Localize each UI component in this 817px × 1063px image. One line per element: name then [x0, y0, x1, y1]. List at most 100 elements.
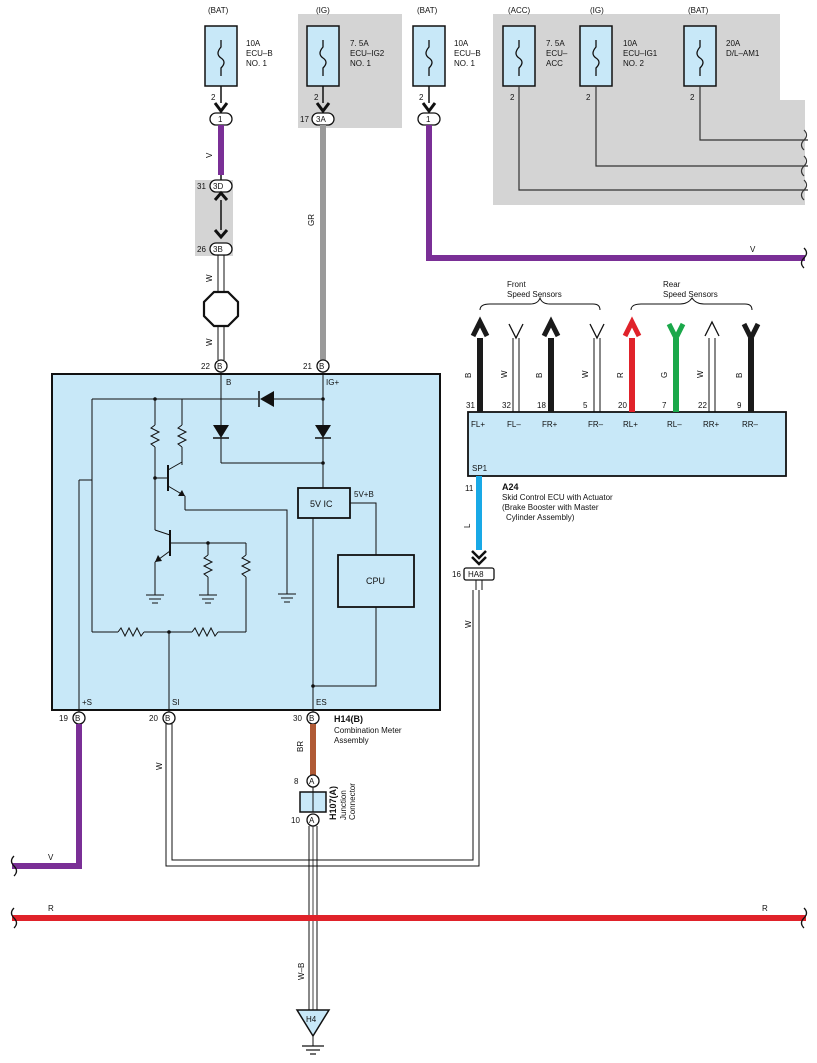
fuse-d-l-am1: (BAT) 20A D/L–AM1 2 [683, 6, 760, 102]
sensor-terminal: FR+ [542, 420, 558, 429]
fuse-ecu-b-1: (BAT) 10A ECU–B NO. 1 2 [204, 6, 273, 102]
svg-text:5V IC: 5V IC [310, 499, 333, 509]
svg-text:11: 11 [465, 484, 474, 493]
wire-column-3: 1 V [417, 86, 808, 269]
svg-text:NO. 1: NO. 1 [246, 59, 267, 68]
svg-text:A24: A24 [502, 482, 519, 492]
svg-text:W–B: W–B [297, 963, 306, 980]
svg-text:V: V [205, 152, 214, 158]
sensor-pin: 32 [502, 401, 511, 410]
sensor-terminal: RL+ [623, 420, 638, 429]
sensor-terminal: FL– [507, 420, 521, 429]
svg-text:Combination Meter: Combination Meter [334, 726, 402, 735]
svg-text:B: B [75, 714, 80, 723]
svg-text:NO. 1: NO. 1 [350, 59, 371, 68]
svg-text:BR: BR [296, 741, 305, 752]
sensor-wire-color: B [464, 373, 473, 378]
svg-text:IG+: IG+ [326, 378, 339, 387]
sensor-wire-color: W [500, 370, 509, 378]
svg-text:26: 26 [197, 245, 206, 254]
svg-text:V: V [48, 853, 54, 862]
wire-plus-s: V [10, 724, 82, 877]
svg-text:ES: ES [316, 698, 327, 707]
sensor-terminal: RR– [742, 420, 759, 429]
svg-text:ECU–IG1: ECU–IG1 [623, 49, 658, 58]
svg-text:NO. 1: NO. 1 [454, 59, 475, 68]
sensor-wire-color: G [660, 372, 669, 378]
svg-text:(BAT): (BAT) [688, 6, 709, 15]
svg-text:2: 2 [419, 93, 424, 102]
wire-sp1: L HA8 16 W [452, 476, 495, 628]
sensor-pin: 5 [583, 401, 588, 410]
svg-text:A: A [309, 816, 315, 825]
wire-color-w4: W [155, 762, 164, 770]
svg-text:8: 8 [294, 777, 299, 786]
svg-text:Cylinder Assembly): Cylinder Assembly) [506, 513, 575, 522]
svg-text:D/L–AM1: D/L–AM1 [726, 49, 760, 58]
svg-text:R: R [762, 904, 768, 913]
svg-text:SP1: SP1 [472, 464, 488, 473]
svg-text:HA8: HA8 [468, 570, 484, 579]
svg-text:(IG): (IG) [590, 6, 604, 15]
svg-text:B: B [226, 378, 231, 387]
svg-text:W: W [205, 274, 214, 282]
svg-text:(BAT): (BAT) [417, 6, 438, 15]
svg-text:B: B [165, 714, 170, 723]
svg-text:(IG): (IG) [316, 6, 330, 15]
skid-control-ecu: Front Speed Sensors Rear Speed Sensors S… [465, 280, 787, 522]
sensor-wire-color: B [535, 373, 544, 378]
fuse-ecu-b-2: (BAT) 10A ECU–B NO. 1 2 [412, 6, 481, 102]
svg-text:ECU–IG2: ECU–IG2 [350, 49, 385, 58]
combination-meter: B IG+ [51, 372, 441, 745]
svg-text:3D: 3D [213, 182, 223, 191]
svg-text:+S: +S [82, 698, 92, 707]
svg-text:17: 17 [300, 115, 309, 124]
svg-text:2: 2 [510, 93, 515, 102]
sensor-pin: 20 [618, 401, 627, 410]
sensor-terminal: RL– [667, 420, 682, 429]
wire-column-2: 3A 17 GR B 21 [300, 86, 335, 373]
svg-text:7. 5A: 7. 5A [350, 39, 369, 48]
svg-text:L: L [463, 523, 472, 528]
svg-text:30: 30 [293, 714, 302, 723]
svg-text:A: A [309, 777, 315, 786]
svg-text:2: 2 [211, 93, 216, 102]
sensor-terminal: FR– [588, 420, 604, 429]
wire-si [165, 590, 480, 867]
svg-text:V: V [750, 245, 756, 254]
sensor-terminal: RR+ [703, 420, 720, 429]
svg-text:Rear: Rear [663, 280, 681, 289]
svg-text:B: B [319, 362, 324, 371]
svg-text:GR: GR [307, 214, 316, 226]
svg-text:3A: 3A [316, 115, 326, 124]
svg-text:H4: H4 [306, 1015, 317, 1024]
svg-text:16: 16 [452, 570, 461, 579]
sensor-pin: 22 [698, 401, 707, 410]
sensor-pin: 7 [662, 401, 667, 410]
svg-text:ECU–: ECU– [546, 49, 568, 58]
svg-text:(ACC): (ACC) [508, 6, 531, 15]
shade-right-fuses [493, 14, 805, 205]
wire-es: BR A 8 A 10 H107(A) Junction Connector W… [291, 724, 357, 1055]
svg-text:3B: 3B [213, 245, 223, 254]
svg-text:22: 22 [201, 362, 210, 371]
svg-text:7. 5A: 7. 5A [546, 39, 565, 48]
svg-text:ECU–B: ECU–B [454, 49, 481, 58]
right-fuse-wires [518, 86, 808, 201]
svg-text:ECU–B: ECU–B [246, 49, 273, 58]
sensor-wire-color: W [696, 370, 705, 378]
speed-sensor-wires: B31FL+W32FL–B18FR+W5FR–R20RL+G7RL–W22RR+… [464, 316, 761, 429]
wire-red: R R [10, 904, 808, 929]
sensor-pin: 9 [737, 401, 742, 410]
svg-text:(Brake Booster with Master: (Brake Booster with Master [502, 503, 599, 512]
sensor-wire-color: R [616, 372, 625, 378]
svg-text:W: W [464, 620, 473, 628]
sensor-wire-color: W [581, 370, 590, 378]
svg-text:31: 31 [197, 182, 206, 191]
svg-text:19: 19 [59, 714, 68, 723]
svg-text:H14(B): H14(B) [334, 714, 363, 724]
